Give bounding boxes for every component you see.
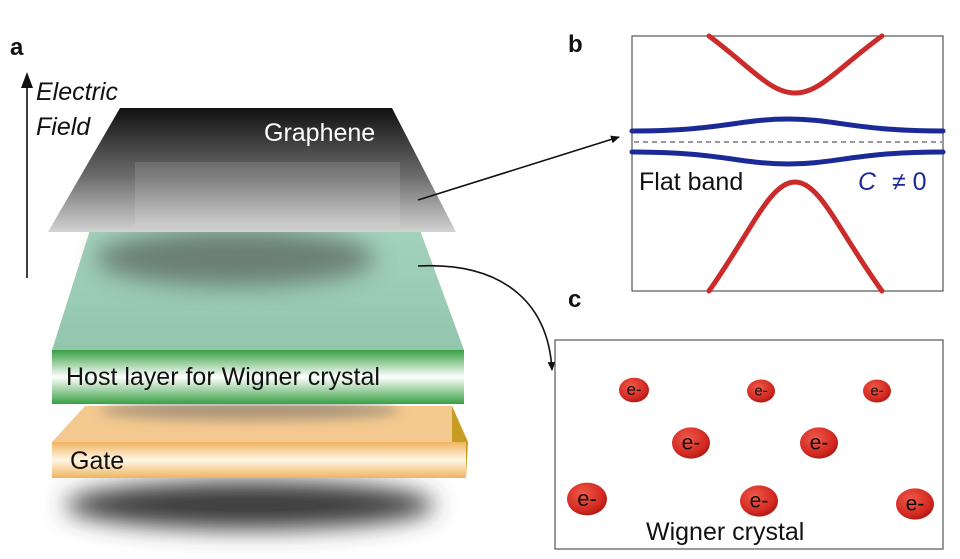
electron-body bbox=[896, 488, 934, 520]
electric-field-label-line2: Field bbox=[36, 113, 91, 141]
electron: e- bbox=[863, 379, 891, 403]
electric-field-label-line1: Electric bbox=[36, 78, 118, 106]
panel-label-a: a bbox=[10, 34, 24, 61]
wigner-crystal-label: Wigner crystal bbox=[646, 518, 804, 546]
host-layer-label: Host layer for Wigner crystal bbox=[66, 363, 380, 391]
electron: e- bbox=[747, 379, 775, 403]
electron-label: e- bbox=[754, 382, 767, 399]
electron-label: e- bbox=[906, 493, 925, 516]
lower-dispersive-band bbox=[706, 179, 885, 294]
graphene-label: Graphene bbox=[264, 119, 375, 147]
electron-body bbox=[567, 482, 607, 516]
host-to-wigner-arrow bbox=[417, 264, 556, 371]
electric-field-arrow bbox=[21, 72, 33, 278]
electron-label: e- bbox=[626, 380, 641, 399]
electron: e- bbox=[619, 377, 649, 403]
chern-number-symbol: C bbox=[858, 168, 877, 196]
electron-body bbox=[672, 427, 710, 459]
electron-body bbox=[740, 485, 778, 517]
flat-band-label: Flat band bbox=[639, 168, 743, 196]
panel-label-c: c bbox=[568, 286, 581, 313]
electron-label: e- bbox=[870, 382, 883, 399]
electron: e- bbox=[896, 488, 934, 520]
electron: e- bbox=[740, 485, 778, 517]
upper-flat-band bbox=[629, 116, 946, 134]
electron-body bbox=[619, 377, 649, 403]
host-shadow bbox=[100, 400, 400, 420]
panel-label-b: b bbox=[568, 31, 583, 58]
electron: e- bbox=[800, 427, 838, 459]
chern-number-relation: ≠ 0 bbox=[892, 168, 927, 196]
electron-label: e- bbox=[810, 432, 829, 455]
electron-label: e- bbox=[750, 490, 769, 513]
gate-label: Gate bbox=[70, 447, 124, 475]
electron-body bbox=[863, 379, 891, 403]
electron-body bbox=[800, 427, 838, 459]
electron-label: e- bbox=[682, 432, 701, 455]
graphene-layer bbox=[48, 108, 456, 232]
lower-flat-band bbox=[629, 149, 946, 167]
graphene-highlight bbox=[135, 162, 400, 226]
graphene-to-band-arrow bbox=[417, 135, 620, 201]
electron: e- bbox=[567, 482, 607, 516]
graphene-shadow bbox=[95, 230, 375, 286]
stack-shadow bbox=[65, 481, 435, 529]
upper-dispersive-band bbox=[706, 33, 885, 96]
electron: e- bbox=[672, 427, 710, 459]
electron-body bbox=[747, 379, 775, 403]
electron-layer: e-e-e-e-e-e-e-e- bbox=[567, 377, 934, 520]
electron-label: e- bbox=[577, 486, 597, 511]
